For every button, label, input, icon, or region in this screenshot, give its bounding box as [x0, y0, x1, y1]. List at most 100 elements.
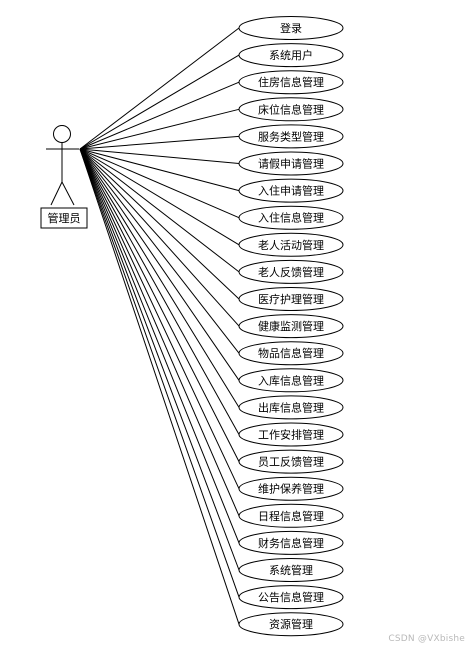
- use-case: 入住申请管理: [238, 178, 344, 203]
- actor-label: 管理员: [48, 211, 81, 225]
- watermark: CSDN @VXbishe: [388, 634, 465, 644]
- use-case-ellipse: [238, 43, 344, 68]
- use-case-ellipse: [238, 16, 344, 40]
- use-case-ellipse: [238, 97, 344, 122]
- use-case-label: 公告信息管理: [258, 590, 324, 604]
- use-case-ellipse: [238, 530, 344, 555]
- actor-admin: 管理员: [40, 125, 88, 229]
- use-case-ellipse: [238, 124, 344, 149]
- use-case-label: 物品信息管理: [258, 346, 324, 360]
- use-case-ellipse: [238, 259, 344, 284]
- use-case-label: 医疗护理管理: [258, 292, 324, 306]
- use-case: 入库信息管理: [238, 368, 344, 393]
- use-case: 财务信息管理: [238, 530, 344, 555]
- use-case-list: 登录系统用户住房信息管理床位信息管理服务类型管理请假申请管理入住申请管理入住信息…: [238, 16, 344, 637]
- use-case-label: 请假申请管理: [258, 157, 324, 171]
- use-case-label: 系统用户: [269, 48, 313, 62]
- use-case-label: 资源管理: [269, 617, 313, 631]
- use-case-label: 老人反馈管理: [258, 265, 324, 279]
- association-line: [79, 81, 240, 150]
- use-case: 维护保养管理: [238, 476, 344, 501]
- use-case-label: 住房信息管理: [258, 75, 324, 89]
- actor-right-leg: [61, 181, 75, 206]
- use-case-ellipse: [238, 558, 344, 582]
- use-case: 服务类型管理: [238, 124, 344, 149]
- association-line: [79, 148, 240, 625]
- use-case-label: 员工反馈管理: [258, 455, 324, 469]
- use-case: 老人活动管理: [238, 232, 344, 257]
- association-line: [79, 148, 240, 462]
- use-case: 工作安排管理: [238, 422, 344, 447]
- association-line: [79, 148, 240, 327]
- association-line: [79, 108, 240, 150]
- actor-label-box: [40, 207, 88, 229]
- use-case-label: 财务信息管理: [258, 536, 324, 550]
- association-line: [79, 135, 240, 150]
- use-case: 系统用户: [238, 43, 344, 68]
- use-case: 健康监测管理: [238, 314, 344, 339]
- association-line: [79, 148, 240, 544]
- use-case: 系统管理: [238, 558, 344, 582]
- use-case-ellipse: [238, 287, 344, 311]
- use-case: 床位信息管理: [238, 97, 344, 122]
- association-line: [79, 148, 240, 219]
- association-lines: [79, 27, 240, 625]
- association-line: [79, 54, 240, 150]
- association-line: [79, 148, 240, 571]
- use-case-label: 出库信息管理: [258, 400, 324, 414]
- use-case-label: 床位信息管理: [258, 102, 324, 116]
- use-case: 日程信息管理: [238, 503, 344, 528]
- association-line: [79, 27, 240, 150]
- use-case-ellipse: [238, 368, 344, 393]
- use-case-label: 入住信息管理: [258, 211, 324, 225]
- use-case-ellipse: [238, 205, 344, 230]
- use-case-ellipse: [238, 151, 344, 176]
- use-case-label: 服务类型管理: [258, 129, 324, 143]
- use-case-label: 日程信息管理: [258, 509, 324, 523]
- association-line: [79, 148, 240, 246]
- use-case: 老人反馈管理: [238, 259, 344, 284]
- association-line: [79, 148, 240, 408]
- use-case: 医疗护理管理: [238, 287, 344, 311]
- association-line: [79, 148, 240, 354]
- use-case-label: 维护保养管理: [258, 482, 324, 496]
- association-line: [79, 148, 240, 516]
- use-case-ellipse: [238, 70, 344, 95]
- use-case-ellipse: [238, 585, 344, 610]
- use-case: 入住信息管理: [238, 205, 344, 230]
- use-case-ellipse: [238, 503, 344, 528]
- use-case: 资源管理: [238, 612, 344, 637]
- use-case: 住房信息管理: [238, 70, 344, 95]
- use-case-label: 工作安排管理: [258, 428, 324, 442]
- association-line: [79, 148, 240, 489]
- use-case-ellipse: [238, 449, 344, 474]
- use-case: 物品信息管理: [238, 341, 344, 366]
- use-case: 员工反馈管理: [238, 449, 344, 474]
- use-case: 公告信息管理: [238, 585, 344, 610]
- use-case-ellipse: [238, 232, 344, 257]
- use-case-ellipse: [238, 314, 344, 339]
- use-case-ellipse: [238, 395, 344, 420]
- use-case: 请假申请管理: [238, 151, 344, 176]
- use-case-label: 登录: [280, 21, 302, 35]
- use-case: 出库信息管理: [238, 395, 344, 420]
- association-line: [79, 148, 240, 164]
- use-case: 登录: [238, 16, 344, 40]
- association-line: [79, 148, 240, 192]
- use-case-ellipse: [238, 422, 344, 447]
- association-line: [79, 148, 240, 381]
- use-case-ellipse: [238, 178, 344, 203]
- use-case-ellipse: [238, 612, 344, 637]
- use-case-ellipse: [238, 476, 344, 501]
- use-case-label: 入住申请管理: [258, 184, 324, 198]
- use-case-label: 老人活动管理: [258, 238, 324, 252]
- actor-head: [53, 125, 71, 143]
- use-case-label: 健康监测管理: [258, 319, 324, 333]
- association-line: [79, 148, 240, 273]
- association-line: [79, 148, 240, 300]
- actor-left-leg: [50, 181, 63, 206]
- use-case-ellipse: [238, 341, 344, 366]
- use-case-label: 系统管理: [269, 563, 313, 577]
